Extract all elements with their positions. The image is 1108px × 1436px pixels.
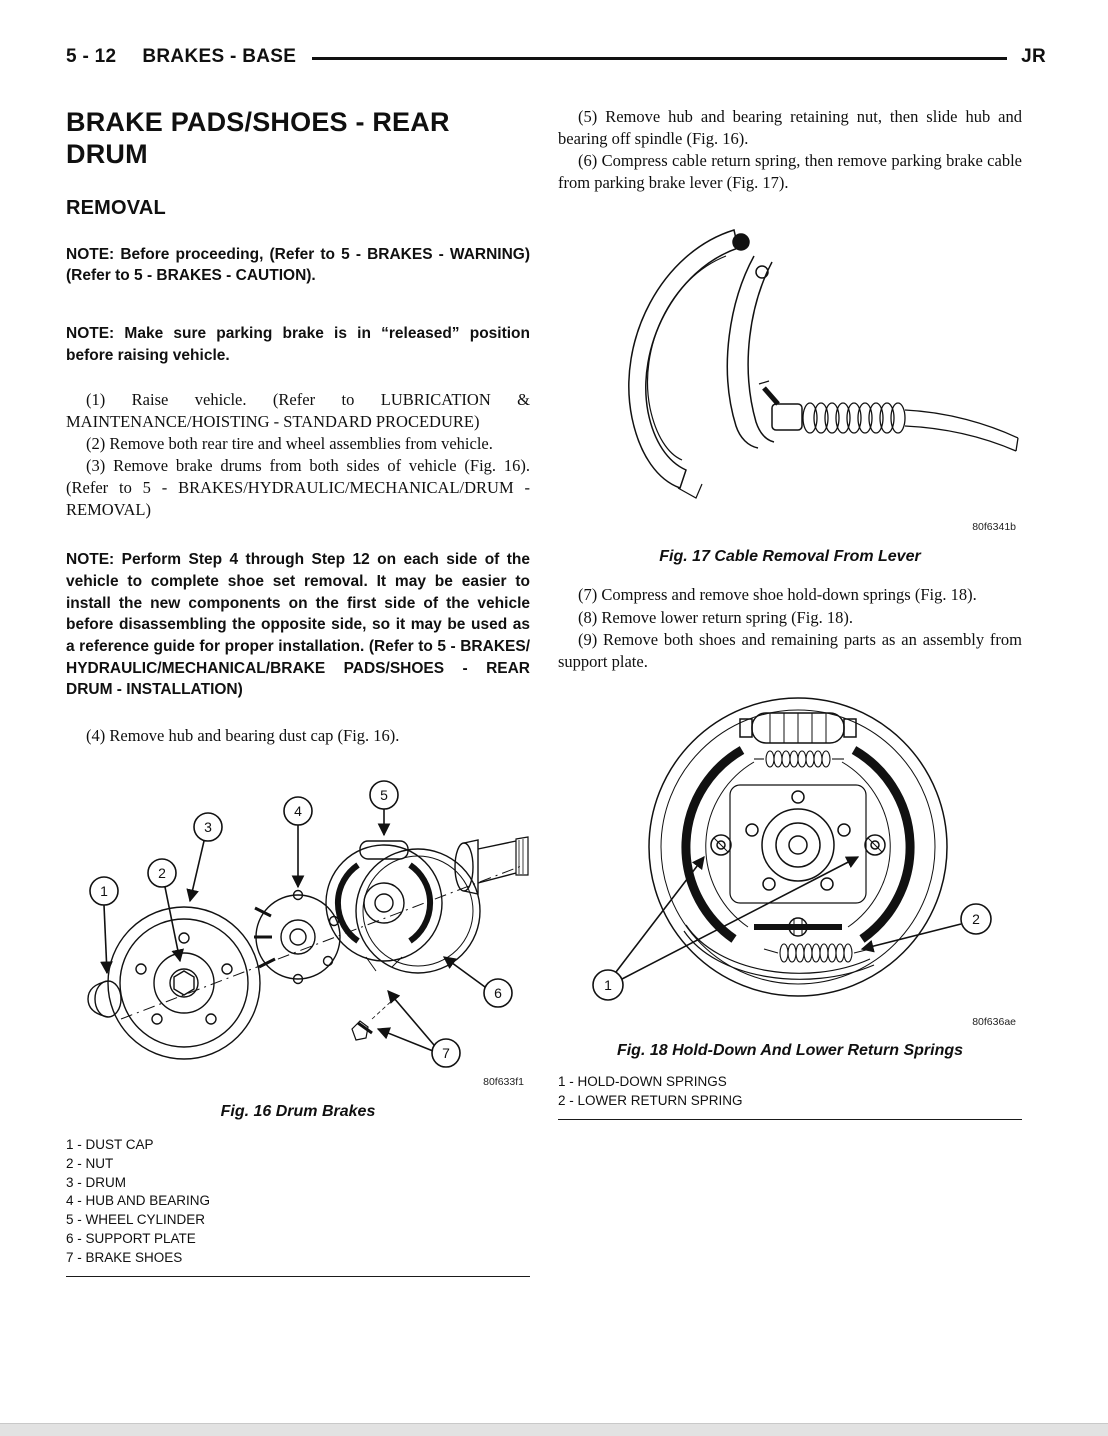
- figure-16: 1 2 3 4 5 6 7 80f633f1 Fig. 16 Drum Brak…: [66, 761, 530, 1266]
- figure-16-legend: 1 - DUST CAP 2 - NUT 3 - DRUM 4 - HUB AN…: [66, 1137, 530, 1266]
- support-plate-part: [355, 848, 481, 974]
- fig16-callouts: [89, 780, 513, 1068]
- note-step-4-12: NOTE: Perform Step 4 through Step 12 on …: [66, 551, 530, 699]
- steps-1-3: (1) Raise vehicle. (Refer to LUBRICATION…: [66, 389, 530, 522]
- callout-4: 4: [294, 803, 302, 819]
- note-parking-brake: NOTE: Make sure parking brake is in “rel…: [66, 325, 530, 364]
- step-9: (9) Remove both shoes and remaining part…: [558, 629, 1022, 671]
- fig18-callout-numbers: 1 2: [604, 911, 980, 993]
- figure-16-caption: Fig. 16 Drum Brakes: [220, 1103, 376, 1121]
- step-6: (6) Compress cable return spring, then r…: [558, 151, 1022, 193]
- parking-brake-cable-part: [904, 409, 1019, 453]
- page-bottom-bar: [0, 1423, 1108, 1436]
- removal-heading: REMOVAL: [66, 196, 166, 219]
- brake-shoes-part: [681, 745, 915, 943]
- model-code: JR: [1021, 46, 1046, 67]
- right-column: (5) Remove hub and bearing retaining nut…: [558, 106, 1022, 1277]
- left-column-rule: [66, 1276, 530, 1278]
- callout-5: 5: [380, 787, 388, 803]
- callout-6: 6: [494, 985, 502, 1001]
- steps-7-9: (7) Compress and remove shoe hold-down s…: [558, 584, 1022, 672]
- hub-part: [729, 784, 867, 904]
- callout-1: 1: [100, 883, 108, 899]
- page-header: 5 - 12 BRAKES - BASE JR: [66, 46, 1046, 68]
- section-title: BRAKES - BASE: [142, 46, 297, 67]
- shoe-assembly-part: [325, 840, 443, 972]
- callout-2: 2: [158, 865, 166, 881]
- lower-return-spring-part: [763, 943, 871, 963]
- parking-cable-part: [683, 924, 875, 980]
- two-column-body: BRAKE PADS/SHOES - REAR DRUM REMOVAL NOT…: [66, 106, 1046, 1278]
- cable-return-spring-part: [802, 402, 906, 435]
- step-7: (7) Compress and remove shoe hold-down s…: [578, 585, 977, 605]
- callout-2: 2: [972, 911, 980, 927]
- figure-18-legend: 1 - HOLD-DOWN SPRINGS 2 - LOWER RETURN S…: [558, 1074, 1022, 1109]
- fig16-drum-brakes-diagram: 1 2 3 4 5 6 7 80f633f1: [87, 780, 529, 1088]
- right-column-rule: [558, 1119, 1022, 1121]
- step-5: (5) Remove hub and bearing retaining nut…: [558, 107, 1022, 149]
- figure-17-caption: Fig. 17 Cable Removal From Lever: [659, 548, 921, 566]
- legend-item: 5 - WHEEL CYLINDER: [66, 1212, 206, 1228]
- fig17-cable-removal-diagram: 80f6341b: [628, 229, 1019, 533]
- hub-bearing-part: [254, 889, 341, 985]
- legend-item: 2 - NUT: [66, 1155, 114, 1171]
- figure-16-code: 80f633f1: [483, 1076, 524, 1088]
- wheel-cylinder-part: [359, 840, 409, 860]
- step-1: (1) Raise vehicle. (Refer to LUBRICATION…: [66, 389, 530, 431]
- hold-down-spring-left: [710, 834, 732, 856]
- figure-17-code: 80f6341b: [972, 521, 1016, 533]
- legend-item: 1 - DUST CAP: [66, 1137, 154, 1153]
- brake-shoe-part: [628, 229, 750, 500]
- adjuster-part: [754, 917, 842, 937]
- drum-part: [107, 906, 261, 1060]
- backing-plate-rim: [648, 697, 948, 997]
- fig16-callout-numbers: 1 2 3 4 5 6 7: [100, 787, 502, 1061]
- figure-18-caption: Fig. 18 Hold-Down And Lower Return Sprin…: [616, 1041, 964, 1059]
- legend-item: 6 - SUPPORT PLATE: [66, 1230, 196, 1246]
- callout-1: 1: [604, 977, 612, 993]
- step-8: (8) Remove lower return spring (Fig. 18)…: [578, 607, 853, 627]
- fig18-callouts: [592, 855, 992, 1001]
- legend-item: 3 - DRUM: [66, 1174, 126, 1190]
- legend-item: 4 - HUB AND BEARING: [66, 1193, 211, 1209]
- callout-7: 7: [442, 1045, 450, 1061]
- dust-cap-part: [87, 980, 122, 1018]
- legend-item: 1 - HOLD-DOWN SPRINGS: [558, 1073, 727, 1089]
- figure-18: 1 2 80f636ae Fig. 18 Hold-Down And Lower…: [558, 687, 1022, 1109]
- wheel-cylinder-part: [739, 712, 857, 744]
- header-rule: [312, 57, 1008, 60]
- legend-item: 7 - BRAKE SHOES: [66, 1249, 183, 1265]
- callout-3: 3: [204, 819, 212, 835]
- figure-17: 80f6341b Fig. 17 Cable Removal From Leve…: [558, 208, 1022, 566]
- upper-return-spring-part: [754, 750, 844, 768]
- legend-item: 2 - LOWER RETURN SPRING: [558, 1092, 743, 1108]
- left-column: BRAKE PADS/SHOES - REAR DRUM REMOVAL NOT…: [66, 106, 530, 1278]
- step-4: (4) Remove hub and bearing dust cap (Fig…: [86, 726, 400, 745]
- nut-part: [173, 970, 195, 996]
- bolt-part: [351, 996, 397, 1041]
- page-number: 5 - 12: [66, 46, 117, 67]
- step-3: (3) Remove brake drums from both sides o…: [66, 455, 530, 520]
- axle-spindle-part: [454, 836, 529, 895]
- figure-18-code: 80f636ae: [972, 1016, 1016, 1028]
- parking-brake-lever-part: [726, 256, 775, 450]
- note-warning-caution: NOTE: Before proceeding, (Refer to 5 - B…: [66, 245, 530, 285]
- step-2: (2) Remove both rear tire and wheel asse…: [86, 433, 493, 453]
- article-title: BRAKE PADS/SHOES - REAR DRUM: [66, 107, 450, 170]
- hold-down-spring-right: [864, 834, 886, 856]
- cable-connector-part: [758, 380, 803, 432]
- fig18-springs-diagram: 1 2 80f636ae: [592, 697, 1016, 1028]
